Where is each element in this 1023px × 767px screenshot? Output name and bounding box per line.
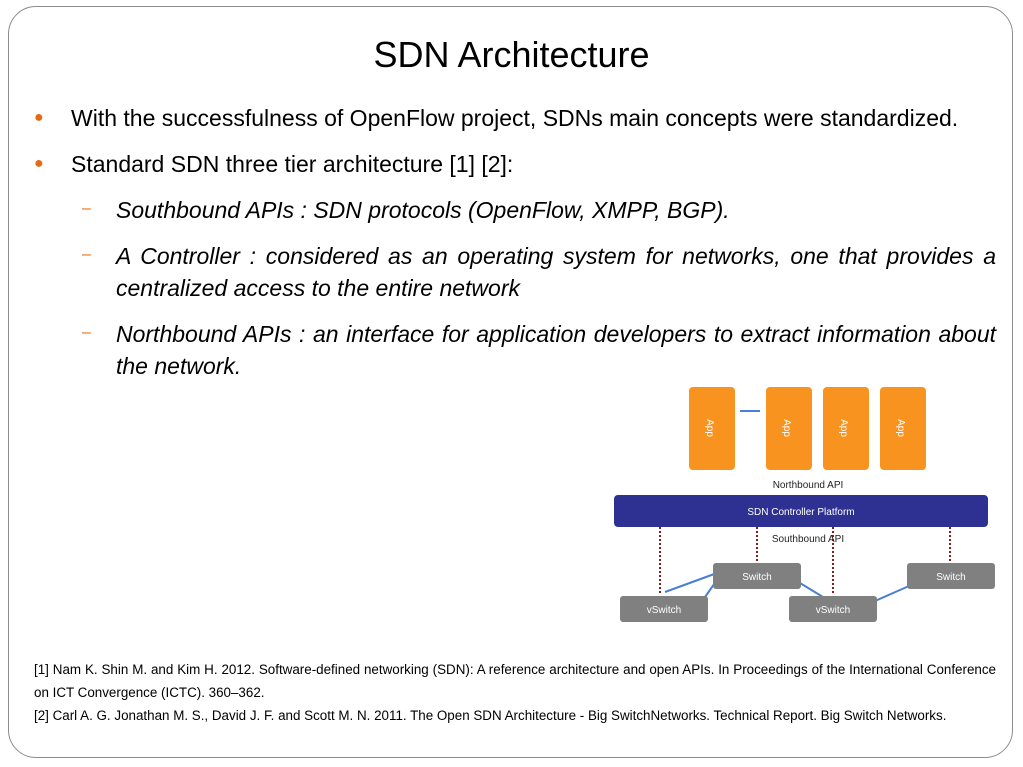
dash-marker-icon: – bbox=[82, 246, 91, 263]
controller-platform-box bbox=[614, 495, 988, 527]
switch-box bbox=[713, 563, 801, 589]
app-label: App bbox=[781, 419, 792, 437]
app-label: App bbox=[838, 419, 849, 437]
link-vswitch-switch-2 bbox=[664, 572, 718, 593]
app-label: App bbox=[895, 419, 906, 437]
link-vswitch-switch-right bbox=[874, 585, 910, 602]
sdn-architecture-diagram: App App App App Northbound API SDN Contr… bbox=[614, 387, 995, 622]
bullet-list: ● With the successfulness of OpenFlow pr… bbox=[34, 102, 996, 396]
references: [1] Nam K. Shin M. and Kim H. 2012. Soft… bbox=[34, 658, 996, 727]
bullet-marker-icon: ● bbox=[34, 109, 44, 126]
app-box bbox=[880, 387, 926, 470]
bullet-text: With the successfulness of OpenFlow proj… bbox=[71, 105, 959, 131]
reference-item: [1] Nam K. Shin M. and Kim H. 2012. Soft… bbox=[34, 662, 996, 700]
sub-bullet-text: Northbound APIs : an interface for appli… bbox=[116, 321, 996, 379]
slide-title: SDN Architecture bbox=[373, 34, 650, 75]
switch-label: Switch bbox=[936, 572, 965, 583]
vswitch-box bbox=[789, 596, 877, 622]
vswitch-label: vSwitch bbox=[816, 605, 850, 616]
dash-marker-icon: – bbox=[82, 324, 91, 341]
bullet-text: Standard SDN three tier architecture [1]… bbox=[71, 151, 514, 177]
app-box bbox=[766, 387, 812, 470]
switch-label: Switch bbox=[742, 572, 771, 583]
sub-bullet-item: – A Controller : considered as an operat… bbox=[34, 240, 996, 304]
app-box bbox=[689, 387, 735, 470]
sub-bullet-text: A Controller : considered as an operatin… bbox=[116, 243, 996, 301]
app-box bbox=[823, 387, 869, 470]
bullet-item: ● Standard SDN three tier architecture [… bbox=[34, 148, 996, 180]
bullet-item: ● With the successfulness of OpenFlow pr… bbox=[34, 102, 996, 134]
slide-frame bbox=[8, 6, 1013, 758]
sub-bullet-item: – Northbound APIs : an interface for app… bbox=[34, 318, 996, 382]
app-label: App bbox=[704, 419, 715, 437]
southbound-api-label: Southbound API bbox=[772, 534, 844, 545]
vswitch-box bbox=[620, 596, 708, 622]
vswitch-label: vSwitch bbox=[647, 605, 681, 616]
sub-bullet-text: Southbound APIs : SDN protocols (OpenFlo… bbox=[116, 197, 730, 223]
bullet-marker-icon: ● bbox=[34, 155, 44, 172]
switch-box bbox=[907, 563, 995, 589]
dash-marker-icon: – bbox=[82, 200, 91, 217]
reference-item: [2] Carl A. G. Jonathan M. S., David J. … bbox=[34, 708, 947, 723]
controller-platform-label: SDN Controller Platform bbox=[747, 507, 854, 518]
sub-bullet-item: – Southbound APIs : SDN protocols (OpenF… bbox=[34, 194, 996, 226]
northbound-api-label: Northbound API bbox=[773, 480, 844, 491]
